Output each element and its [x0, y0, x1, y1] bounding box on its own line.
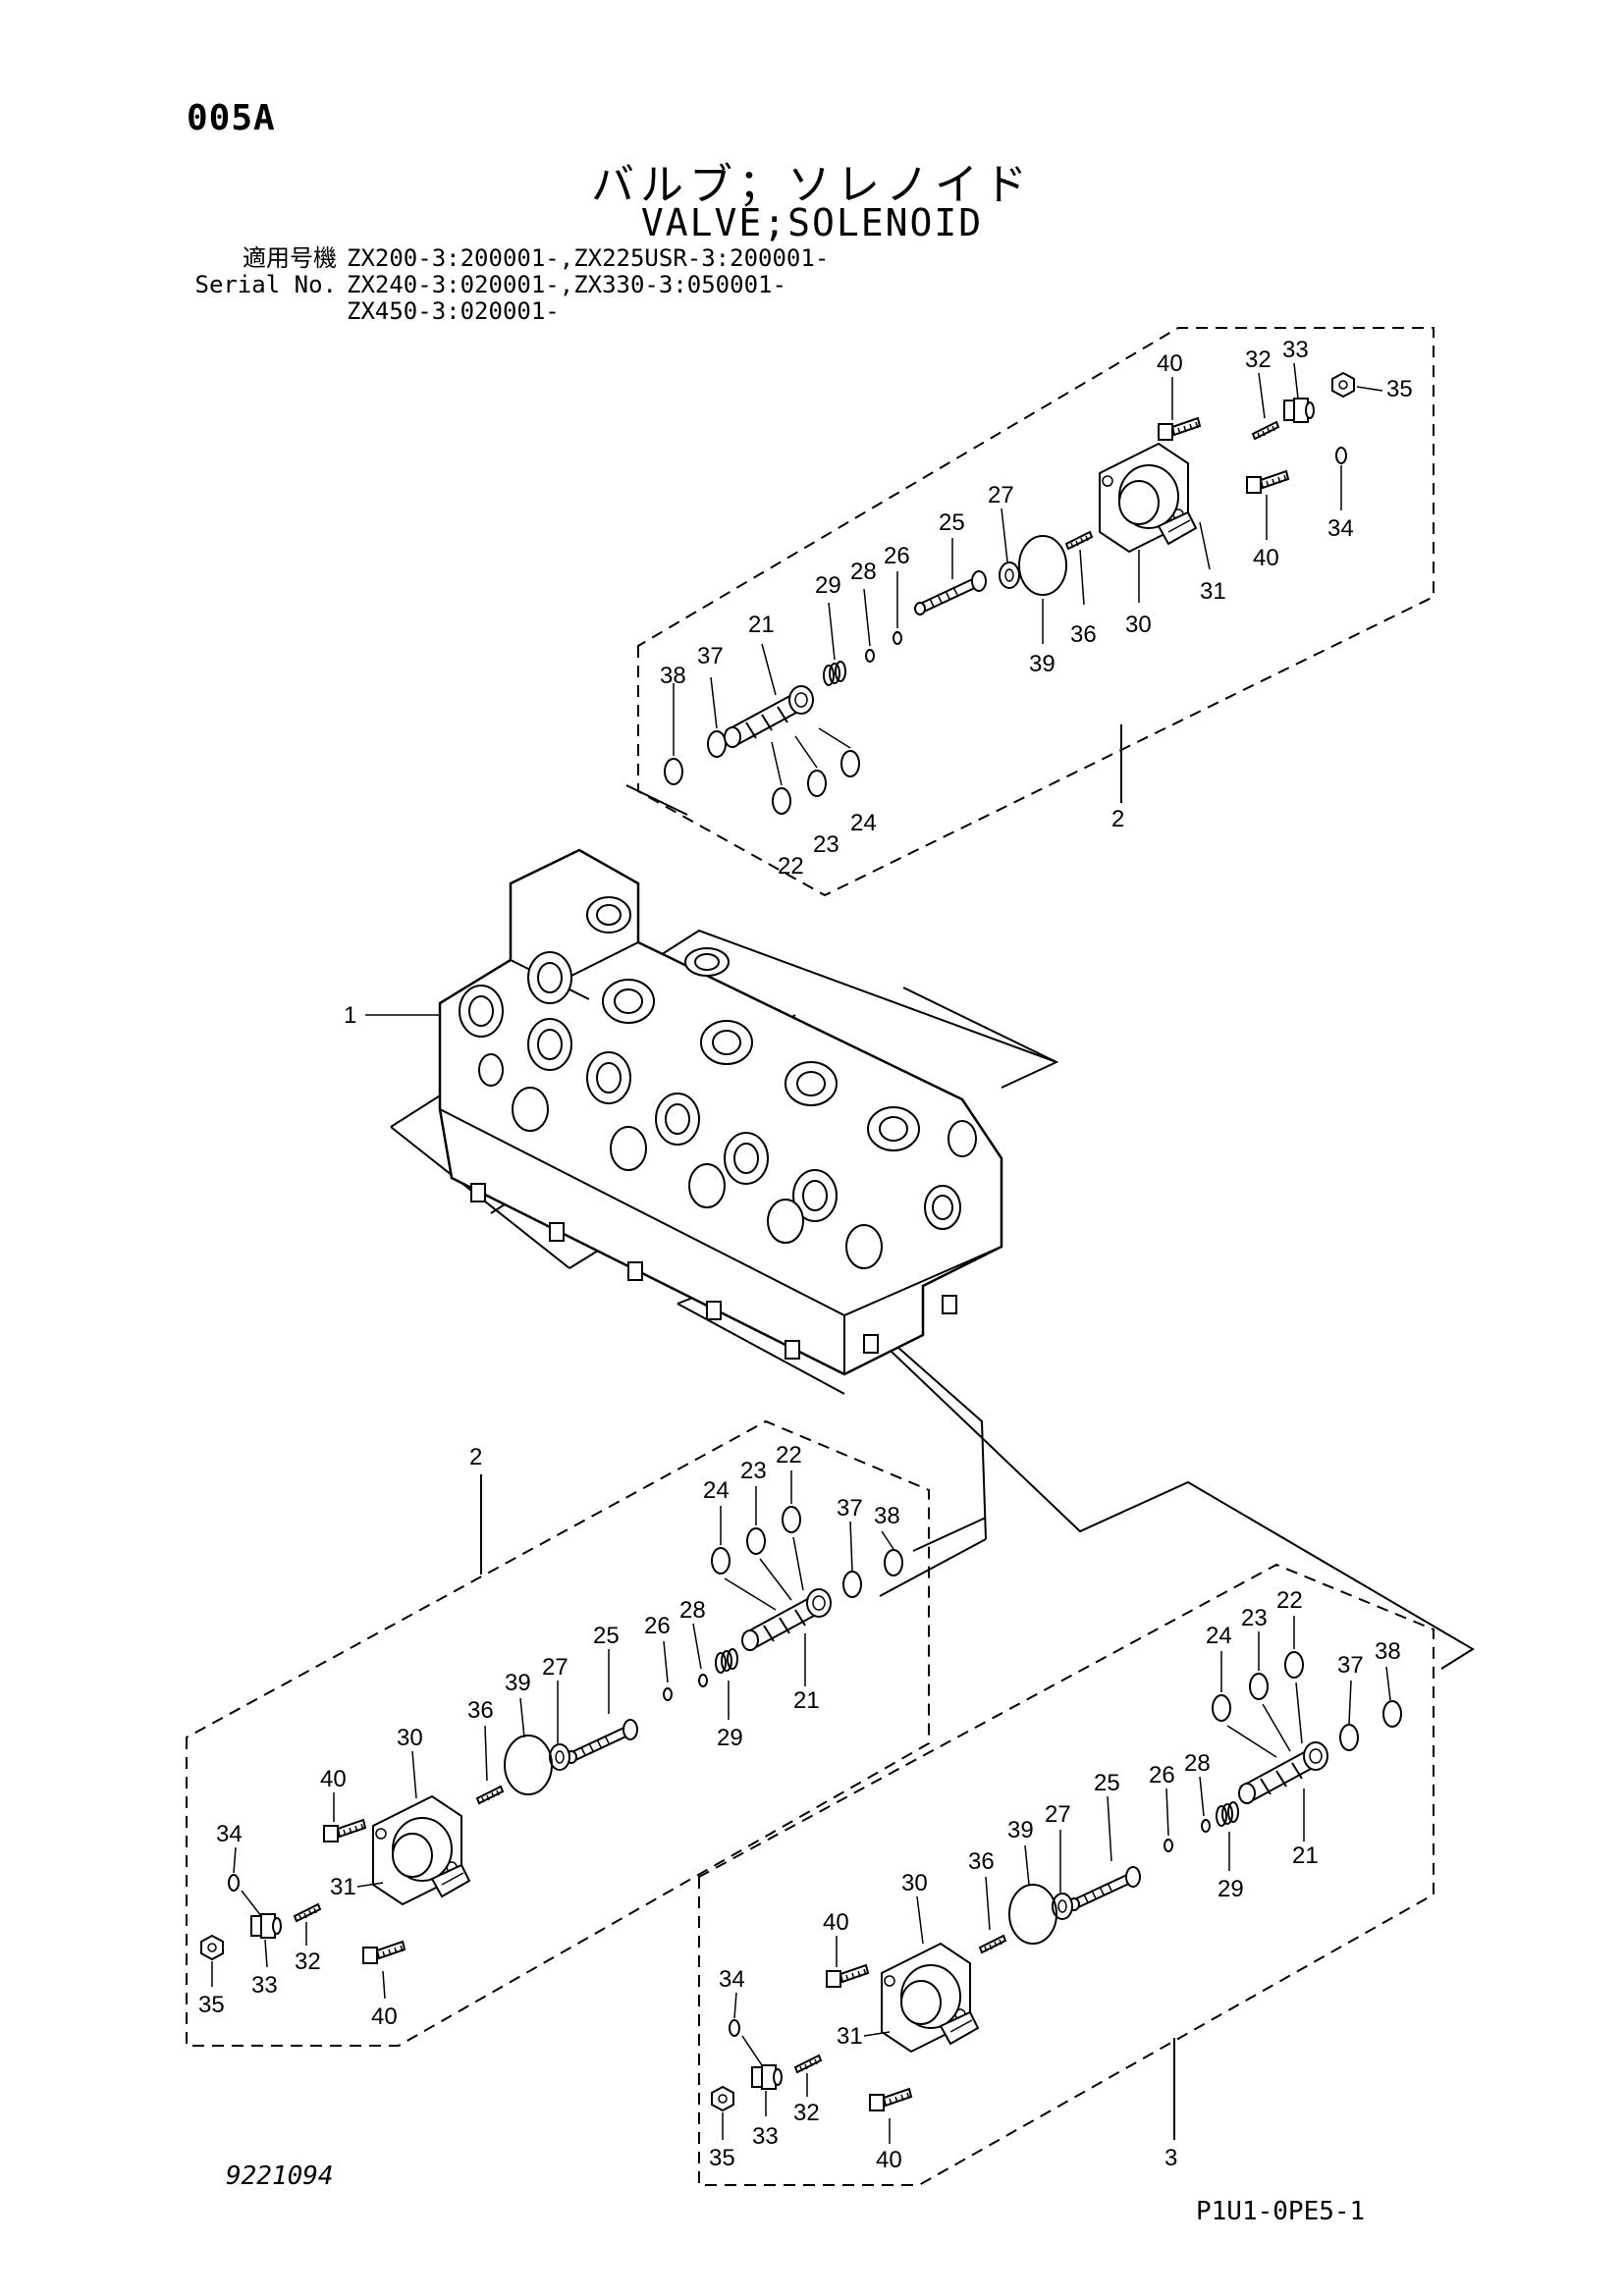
callout-left-21: 21 — [793, 1687, 820, 1714]
callout-upper-40a: 40 — [1157, 350, 1183, 377]
callout-right-22: 22 — [1276, 1587, 1303, 1614]
callout-left-26: 26 — [644, 1613, 671, 1639]
callout-left-28: 28 — [679, 1597, 706, 1624]
callout-left-30: 30 — [397, 1725, 423, 1751]
callout-upper-34: 34 — [1327, 515, 1354, 542]
callout-left-25: 25 — [593, 1623, 620, 1649]
upper-solenoid-assembly: 38 37 21 22 23 24 29 28 26 25 27 39 36 3… — [625, 327, 1435, 897]
callout-upper-36: 36 — [1070, 621, 1097, 648]
callout-upper-39: 39 — [1029, 651, 1056, 677]
callout-upper-38: 38 — [660, 663, 686, 689]
callout-right-21: 21 — [1292, 1842, 1319, 1869]
callout-upper-26: 26 — [884, 543, 910, 569]
serial-line-1: ZX200-3:200001-,ZX225USR-3:200001- — [347, 244, 830, 272]
callout-right-23: 23 — [1241, 1605, 1268, 1631]
callout-upper-33: 33 — [1282, 337, 1309, 363]
callout-right-36: 36 — [968, 1848, 995, 1875]
callout-left-39: 39 — [505, 1670, 531, 1696]
callout-left-40b: 40 — [371, 2003, 398, 2030]
right-solenoid-assembly: 38 37 24 23 22 21 29 28 26 25 27 39 36 3… — [698, 1563, 1435, 2186]
reference-code: P1U1-0PE5-1 — [1196, 2197, 1366, 2226]
callout-right-40a: 40 — [823, 1909, 849, 1936]
callout-left-38: 38 — [874, 1503, 900, 1529]
callout-left-29: 29 — [717, 1725, 743, 1751]
callout-left-23: 23 — [740, 1458, 767, 1484]
page-id: 005A — [187, 98, 276, 138]
callout-upper-29: 29 — [815, 572, 841, 599]
callout-right-32: 32 — [793, 2100, 820, 2126]
callout-right-33: 33 — [752, 2123, 779, 2150]
drawing-number: 9221094 — [226, 2162, 334, 2191]
valve-body: 1 — [344, 848, 1475, 1670]
callout-right-25: 25 — [1094, 1770, 1120, 1796]
callout-left-24: 24 — [703, 1477, 730, 1504]
callout-left-36: 36 — [467, 1697, 494, 1724]
callout-left-33: 33 — [251, 1972, 278, 1999]
callout-left-37: 37 — [837, 1495, 863, 1522]
callout-right-35: 35 — [709, 2145, 735, 2171]
callout-upper-31: 31 — [1200, 578, 1226, 605]
callout-right-26: 26 — [1149, 1762, 1175, 1789]
callout-upper-22: 22 — [778, 853, 804, 880]
callout-right-27: 27 — [1045, 1801, 1071, 1828]
callout-left-35: 35 — [198, 1992, 225, 2018]
callout-2-upper: 2 — [1111, 806, 1124, 832]
callout-right-38: 38 — [1375, 1638, 1401, 1665]
callout-right-28: 28 — [1184, 1750, 1211, 1777]
callout-upper-35: 35 — [1386, 376, 1413, 402]
title-english: VALVE;SOLENOID — [640, 201, 984, 244]
callout-upper-21: 21 — [748, 612, 775, 638]
callout-upper-40b: 40 — [1253, 545, 1279, 571]
callout-left-22: 22 — [776, 1442, 802, 1468]
callout-right-39: 39 — [1007, 1817, 1034, 1843]
callout-3: 3 — [1164, 2145, 1177, 2171]
callout-upper-37: 37 — [697, 643, 724, 669]
callout-left-31: 31 — [330, 1874, 356, 1900]
callout-upper-25: 25 — [939, 509, 965, 536]
serial-block: 適用号機 ZX200-3:200001-,ZX225USR-3:200001- S… — [185, 244, 830, 325]
callout-upper-23: 23 — [813, 831, 839, 858]
callout-right-24: 24 — [1206, 1623, 1232, 1649]
left-solenoid-assembly: 2 38 37 24 23 22 21 29 28 26 25 27 39 36… — [186, 1419, 987, 2047]
callout-upper-32: 32 — [1245, 347, 1272, 373]
serial-line-2: ZX240-3:020001-,ZX330-3:050001- — [347, 271, 786, 298]
callout-left-32: 32 — [295, 1949, 321, 1975]
callout-right-30: 30 — [901, 1870, 928, 1896]
callout-2-lower: 2 — [469, 1444, 482, 1470]
title-japanese: バルブ；ソレノイド — [591, 160, 1033, 210]
callout-right-29: 29 — [1218, 1876, 1244, 1902]
serial-label-en: Serial No. — [194, 271, 338, 298]
callout-left-40a: 40 — [320, 1766, 347, 1792]
serial-line-3: ZX450-3:020001- — [347, 297, 560, 325]
callout-upper-27: 27 — [988, 482, 1014, 508]
callout-upper-30: 30 — [1125, 612, 1152, 638]
callout-left-27: 27 — [542, 1654, 568, 1681]
callout-right-31: 31 — [837, 2023, 863, 2050]
callout-upper-28: 28 — [850, 559, 877, 585]
callout-right-40b: 40 — [876, 2147, 902, 2173]
callout-left-34: 34 — [216, 1821, 243, 1847]
serial-label-jp: 適用号機 — [243, 244, 337, 272]
callout-right-34: 34 — [719, 1966, 745, 1993]
callout-1: 1 — [344, 1002, 356, 1029]
callout-right-37: 37 — [1337, 1652, 1364, 1679]
callout-upper-24: 24 — [850, 810, 877, 836]
